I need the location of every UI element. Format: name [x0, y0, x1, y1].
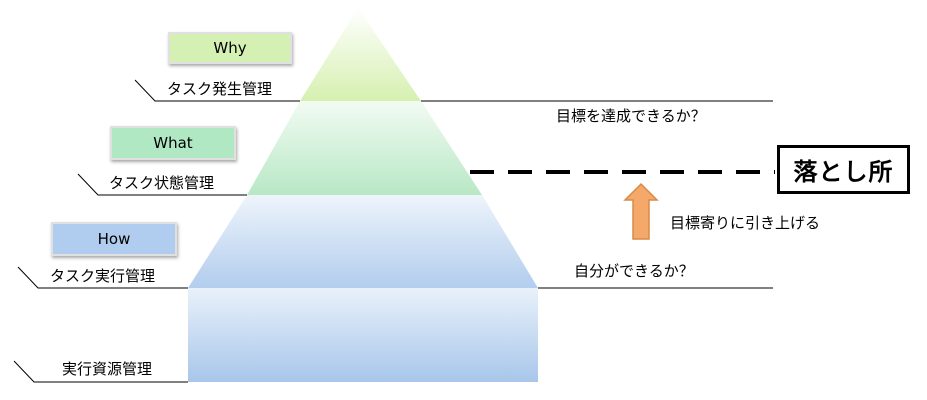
- tag-how: How: [51, 222, 177, 256]
- landing-point-box: 落とし所: [777, 145, 910, 194]
- landing-point-label: 落とし所: [793, 158, 894, 186]
- leader-line-resource: [13, 360, 188, 383]
- up-arrow-icon: [623, 182, 659, 240]
- self-question: 自分ができるか？: [574, 262, 694, 280]
- leader-line-how: [17, 266, 188, 289]
- layer-name-how: タスク実行管理: [50, 267, 156, 285]
- pyramid-tier-how: [188, 195, 538, 288]
- tag-why-label: Why: [170, 34, 290, 62]
- leader-line-what: [77, 173, 247, 196]
- tag-how-label: How: [53, 224, 175, 254]
- pyramid-tier-resource: [188, 288, 538, 382]
- tag-what-label: What: [112, 128, 234, 158]
- pyramid-tier-why: [300, 8, 421, 101]
- tag-why: Why: [168, 32, 292, 64]
- tag-what: What: [110, 126, 236, 160]
- goal-question: 目標を達成できるか？: [556, 107, 706, 125]
- layer-name-why: タスク発生管理: [167, 80, 273, 98]
- layer-name-resource: 実行資源管理: [62, 360, 153, 378]
- pyramid-tier-what: [247, 101, 482, 195]
- leader-line-why: [134, 79, 300, 102]
- arrow-label: 目標寄りに引き上げる: [670, 214, 821, 232]
- layer-name-what: タスク状態管理: [109, 174, 215, 192]
